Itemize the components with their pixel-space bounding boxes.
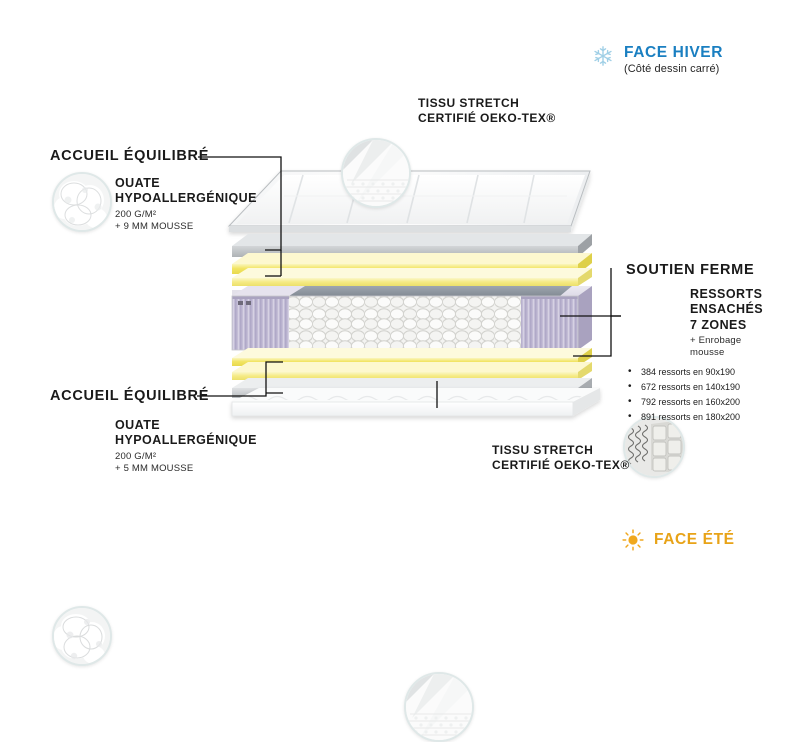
winter-face-header: FACE HIVER (Côté dessin carré) xyxy=(592,44,723,75)
layer-top-foam-1 xyxy=(232,253,592,274)
pocket-springs-photo-icon xyxy=(623,416,685,478)
mattress-infographic: FACE HIVER (Côté dessin carré) FACE ÉTÉ … xyxy=(0,0,800,600)
layer-bottom-foam-1 xyxy=(232,348,592,366)
wadding-photo-icon-top xyxy=(52,172,112,232)
bottom-comfort-heading: ACCUEIL ÉQUILIBRÉ xyxy=(50,388,210,404)
support-line2: ENSACHÉS xyxy=(690,302,764,317)
summer-face-title: FACE ÉTÉ xyxy=(654,531,735,548)
support-line3: 7 ZONES xyxy=(690,317,747,332)
support-heading: SOUTIEN FERME xyxy=(626,262,755,278)
winter-face-title: FACE HIVER xyxy=(624,44,724,61)
sun-icon xyxy=(622,529,644,551)
bottom-comfort-line2: HYPOALLERGÉNIQUE xyxy=(115,433,257,448)
bottom-comfort-detail1: 200 G/M² xyxy=(115,450,157,462)
layer-spring-core xyxy=(231,286,592,351)
support-line1: RESSORTS xyxy=(690,287,763,301)
mattress-diagram xyxy=(197,146,621,417)
bottom-comfort-text: OUATE HYPOALLERGÉNIQUE 200 G/M² + 5 MM M… xyxy=(115,418,257,475)
bottom-comfort-detail2: + 5 MM MOUSSE xyxy=(115,462,194,474)
layer-bottom-quilted-panel xyxy=(231,388,600,417)
snowflake-icon xyxy=(592,45,614,67)
bottom-fabric-line1: TISSU STRETCH xyxy=(492,443,594,457)
support-detail1: + Enrobage xyxy=(690,334,742,346)
leader-lines xyxy=(197,146,621,408)
summer-face-header: FACE ÉTÉ xyxy=(622,529,735,551)
support-text: RESSORTS ENSACHÉS 7 ZONES + Enrobage mou… xyxy=(690,287,763,359)
top-comfort-detail1: 200 G/M² xyxy=(115,208,157,220)
bottom-comfort-line1: OUATE xyxy=(115,418,161,432)
list-item: 384 ressorts en 90x190 xyxy=(626,364,740,380)
bottom-fabric-text: TISSU STRETCH CERTIFIÉ OEKO-TEX® xyxy=(492,443,630,472)
winter-face-subtitle: (Côté dessin carré) xyxy=(624,63,720,76)
layer-top-wadding xyxy=(232,234,592,257)
wadding-photo-icon-bottom xyxy=(52,606,112,666)
top-comfort-line1: OUATE xyxy=(115,176,161,190)
top-fabric-line2: CERTIFIÉ OEKO-TEX® xyxy=(418,110,556,125)
stretch-fabric-photo-icon-top xyxy=(341,138,411,208)
layer-bottom-wadding xyxy=(232,378,592,398)
stretch-fabric-photo-icon-bottom xyxy=(404,672,474,742)
layer-top-foam-2 xyxy=(232,268,592,286)
top-comfort-line2: HYPOALLERGÉNIQUE xyxy=(115,191,257,206)
top-fabric-line1: TISSU STRETCH xyxy=(418,96,520,110)
list-item: 672 ressorts en 140x190 xyxy=(626,379,740,395)
list-item: 891 ressorts en 180x200 xyxy=(626,409,740,425)
top-comfort-heading: ACCUEIL ÉQUILIBRÉ xyxy=(50,148,210,164)
support-detail2: mousse xyxy=(690,346,725,358)
spring-count-list: 384 ressorts en 90x190 672 ressorts en 1… xyxy=(626,364,740,425)
layer-bottom-foam-2 xyxy=(232,362,592,380)
top-comfort-detail2: + 9 MM MOUSSE xyxy=(115,220,194,232)
top-comfort-text: OUATE HYPOALLERGÉNIQUE 200 G/M² + 9 MM M… xyxy=(115,176,257,233)
top-fabric-text: TISSU STRETCH CERTIFIÉ OEKO-TEX® xyxy=(418,96,556,125)
list-item: 792 ressorts en 160x200 xyxy=(626,394,740,410)
bottom-fabric-line2: CERTIFIÉ OEKO-TEX® xyxy=(492,457,630,472)
